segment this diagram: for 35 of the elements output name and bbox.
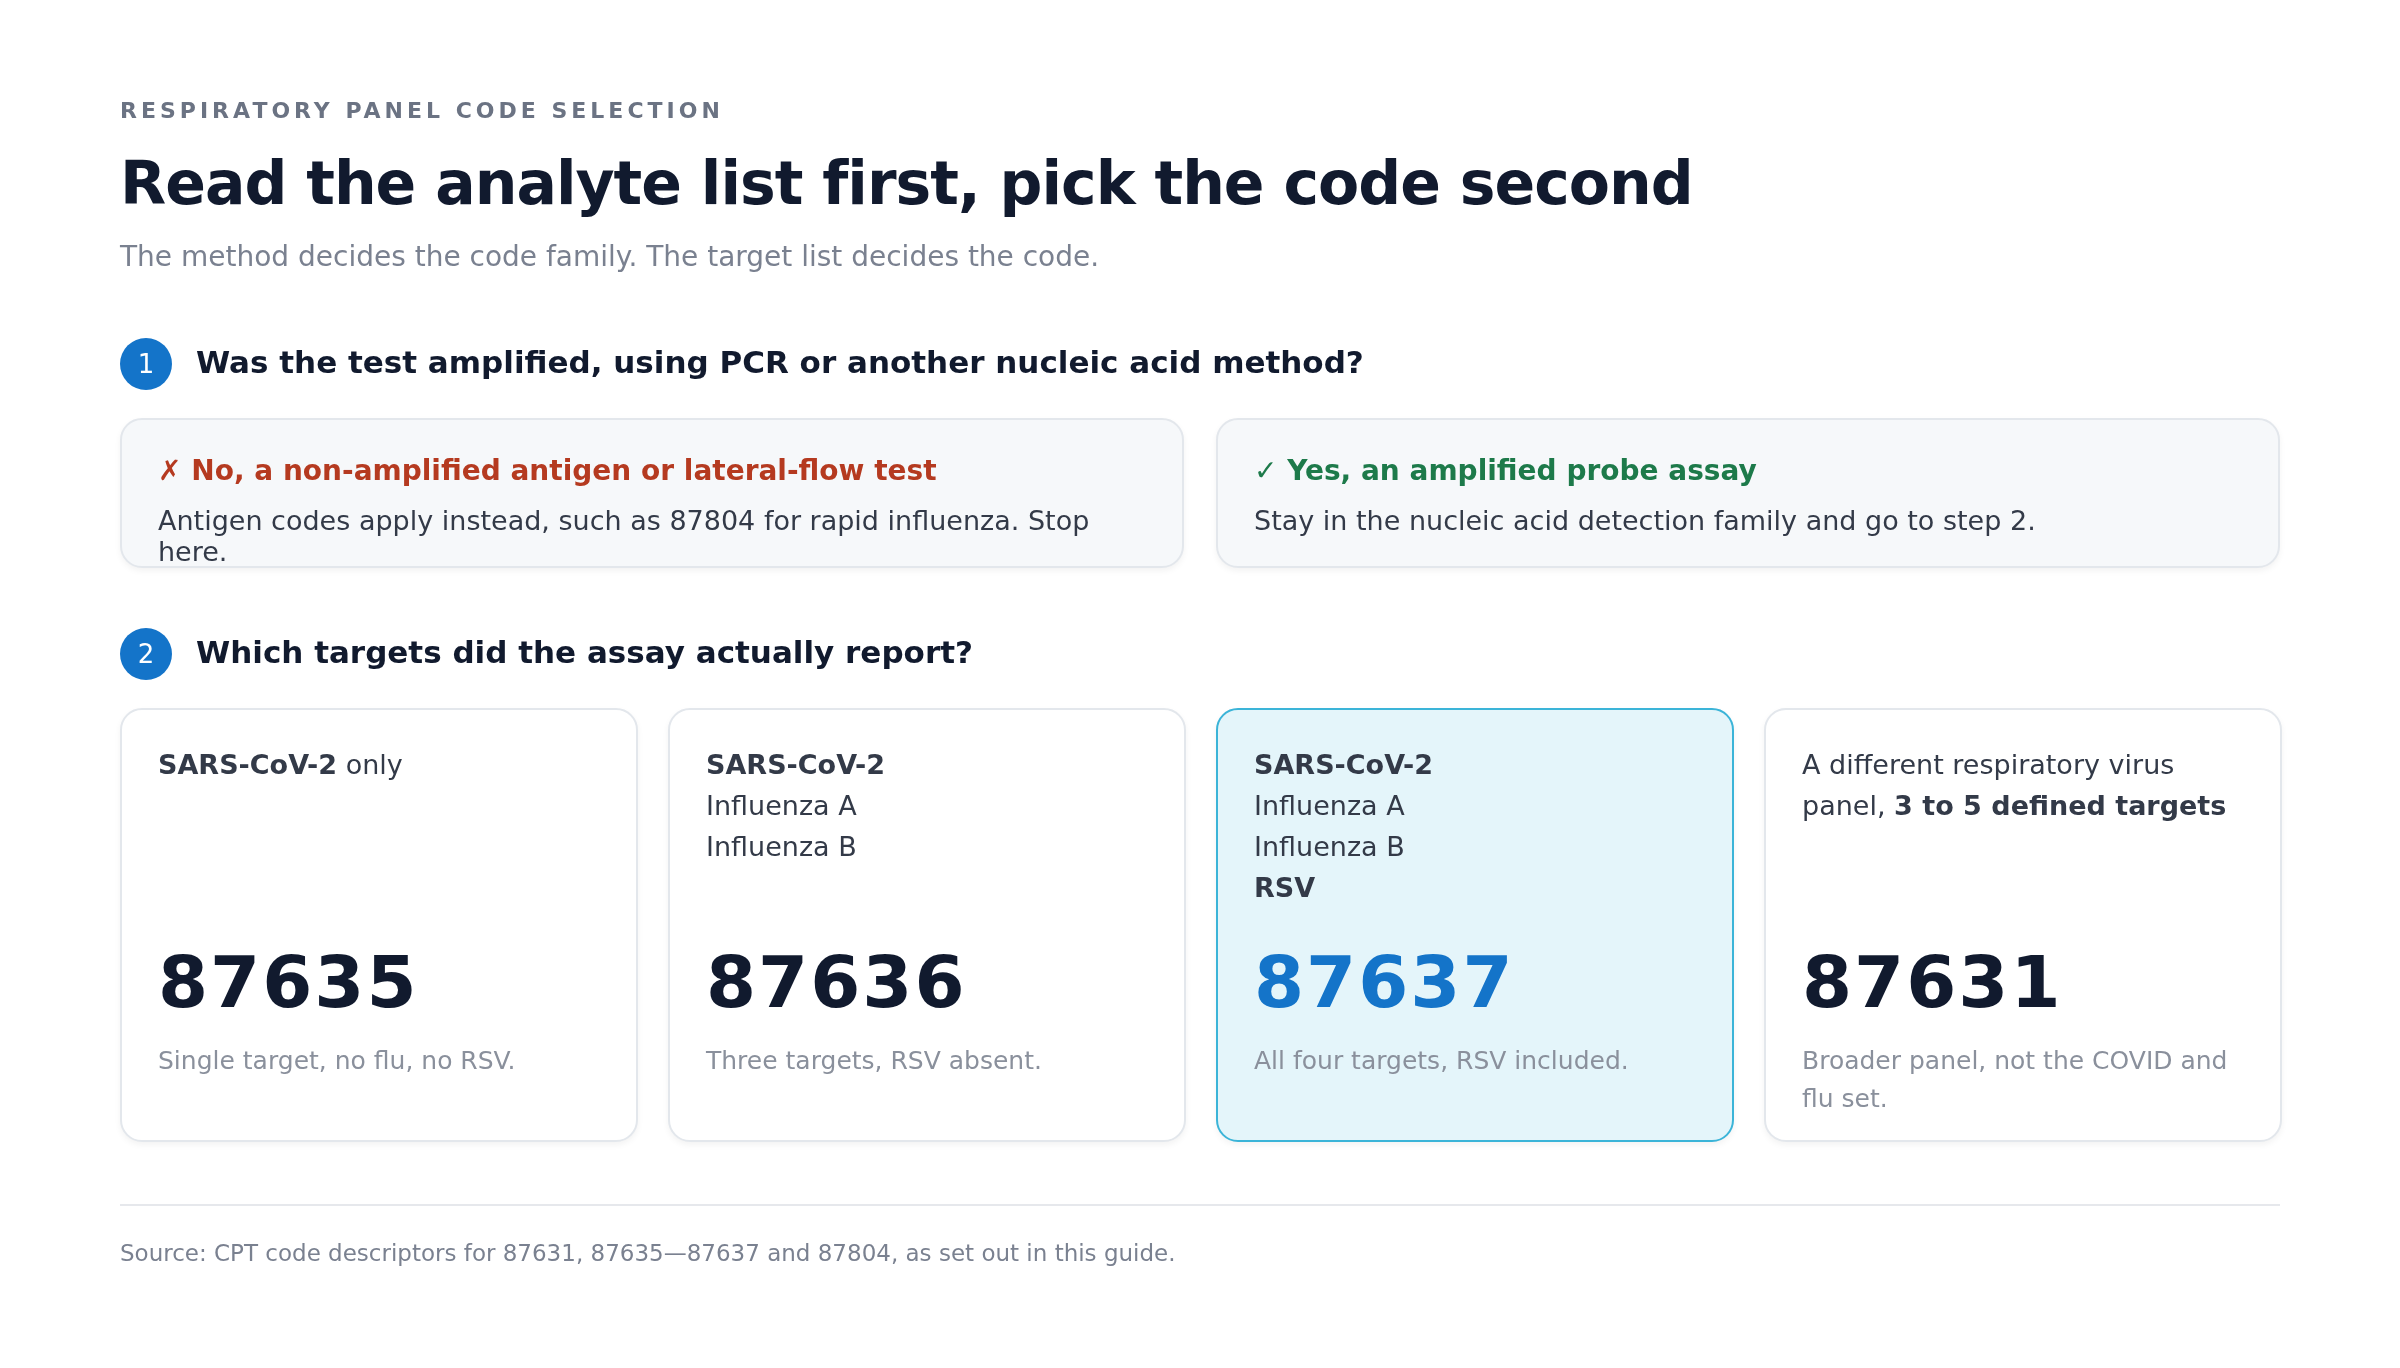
- title: Read the analyte list first, pick the code second: [120, 148, 1693, 218]
- code-card: [120, 708, 638, 1142]
- code-number: 87636: [706, 940, 967, 1024]
- subtitle: The method decides the code family. The target list decides the code.: [120, 240, 1100, 273]
- target-text: Influenza A: [1254, 789, 1406, 823]
- code-note: All four targets, RSV included.: [1254, 1045, 1630, 1077]
- step-question: Which targets did the assay actually report?: [196, 634, 973, 670]
- answer-text: Antigen codes apply instead, such as 87804 for rapid influenza. Stop here.: [158, 505, 1091, 567]
- code-note: Single target, no flu, no RSV.: [158, 1045, 517, 1077]
- answer-heading: ✓ Yes, an amplified probe assay: [1254, 454, 1758, 487]
- source-note: Source: CPT code descriptors for 87631, 87635—87637 and 87804, as set out in this guide.: [120, 1240, 1176, 1266]
- code-card: [668, 708, 1186, 1142]
- step-number: 1: [120, 338, 172, 390]
- target-text: Influenza B: [706, 830, 858, 864]
- step-number: 2: [120, 628, 172, 680]
- target-text: RSV: [1254, 871, 1317, 905]
- code-note: Broader panel, not the COVID and flu set.: [1802, 1045, 2229, 1115]
- answer-text: Stay in the nucleic acid detection family and go to step 2.: [1254, 505, 2037, 536]
- answer-card: [1216, 418, 2280, 568]
- target-text: Influenza A: [706, 789, 858, 823]
- code-note: Three targets, RSV absent.: [706, 1045, 1043, 1077]
- kicker-text: RESPIRATORY PANEL CODE SELECTION: [120, 98, 724, 123]
- answer-heading: ✗ No, a non-amplified antigen or lateral-flow test: [158, 454, 938, 487]
- code-number: 87635: [158, 940, 419, 1024]
- answer-card: [120, 418, 1184, 568]
- code-number: 87637: [1254, 940, 1515, 1024]
- target-text: A different respiratory virus panel, 3 to 5 defined targets: [1802, 748, 2228, 823]
- step-question: Was the test amplified, using PCR or another nucleic acid method?: [196, 344, 1364, 380]
- code-card: [1216, 708, 1734, 1142]
- target-text: SARS-CoV-2: [1254, 748, 1435, 782]
- code-number: 87631: [1802, 940, 2063, 1024]
- target-text: Influenza B: [1254, 830, 1406, 864]
- target-text: SARS-CoV-2 only: [158, 748, 404, 782]
- code-card: [1764, 708, 2282, 1142]
- target-text: SARS-CoV-2: [706, 748, 887, 782]
